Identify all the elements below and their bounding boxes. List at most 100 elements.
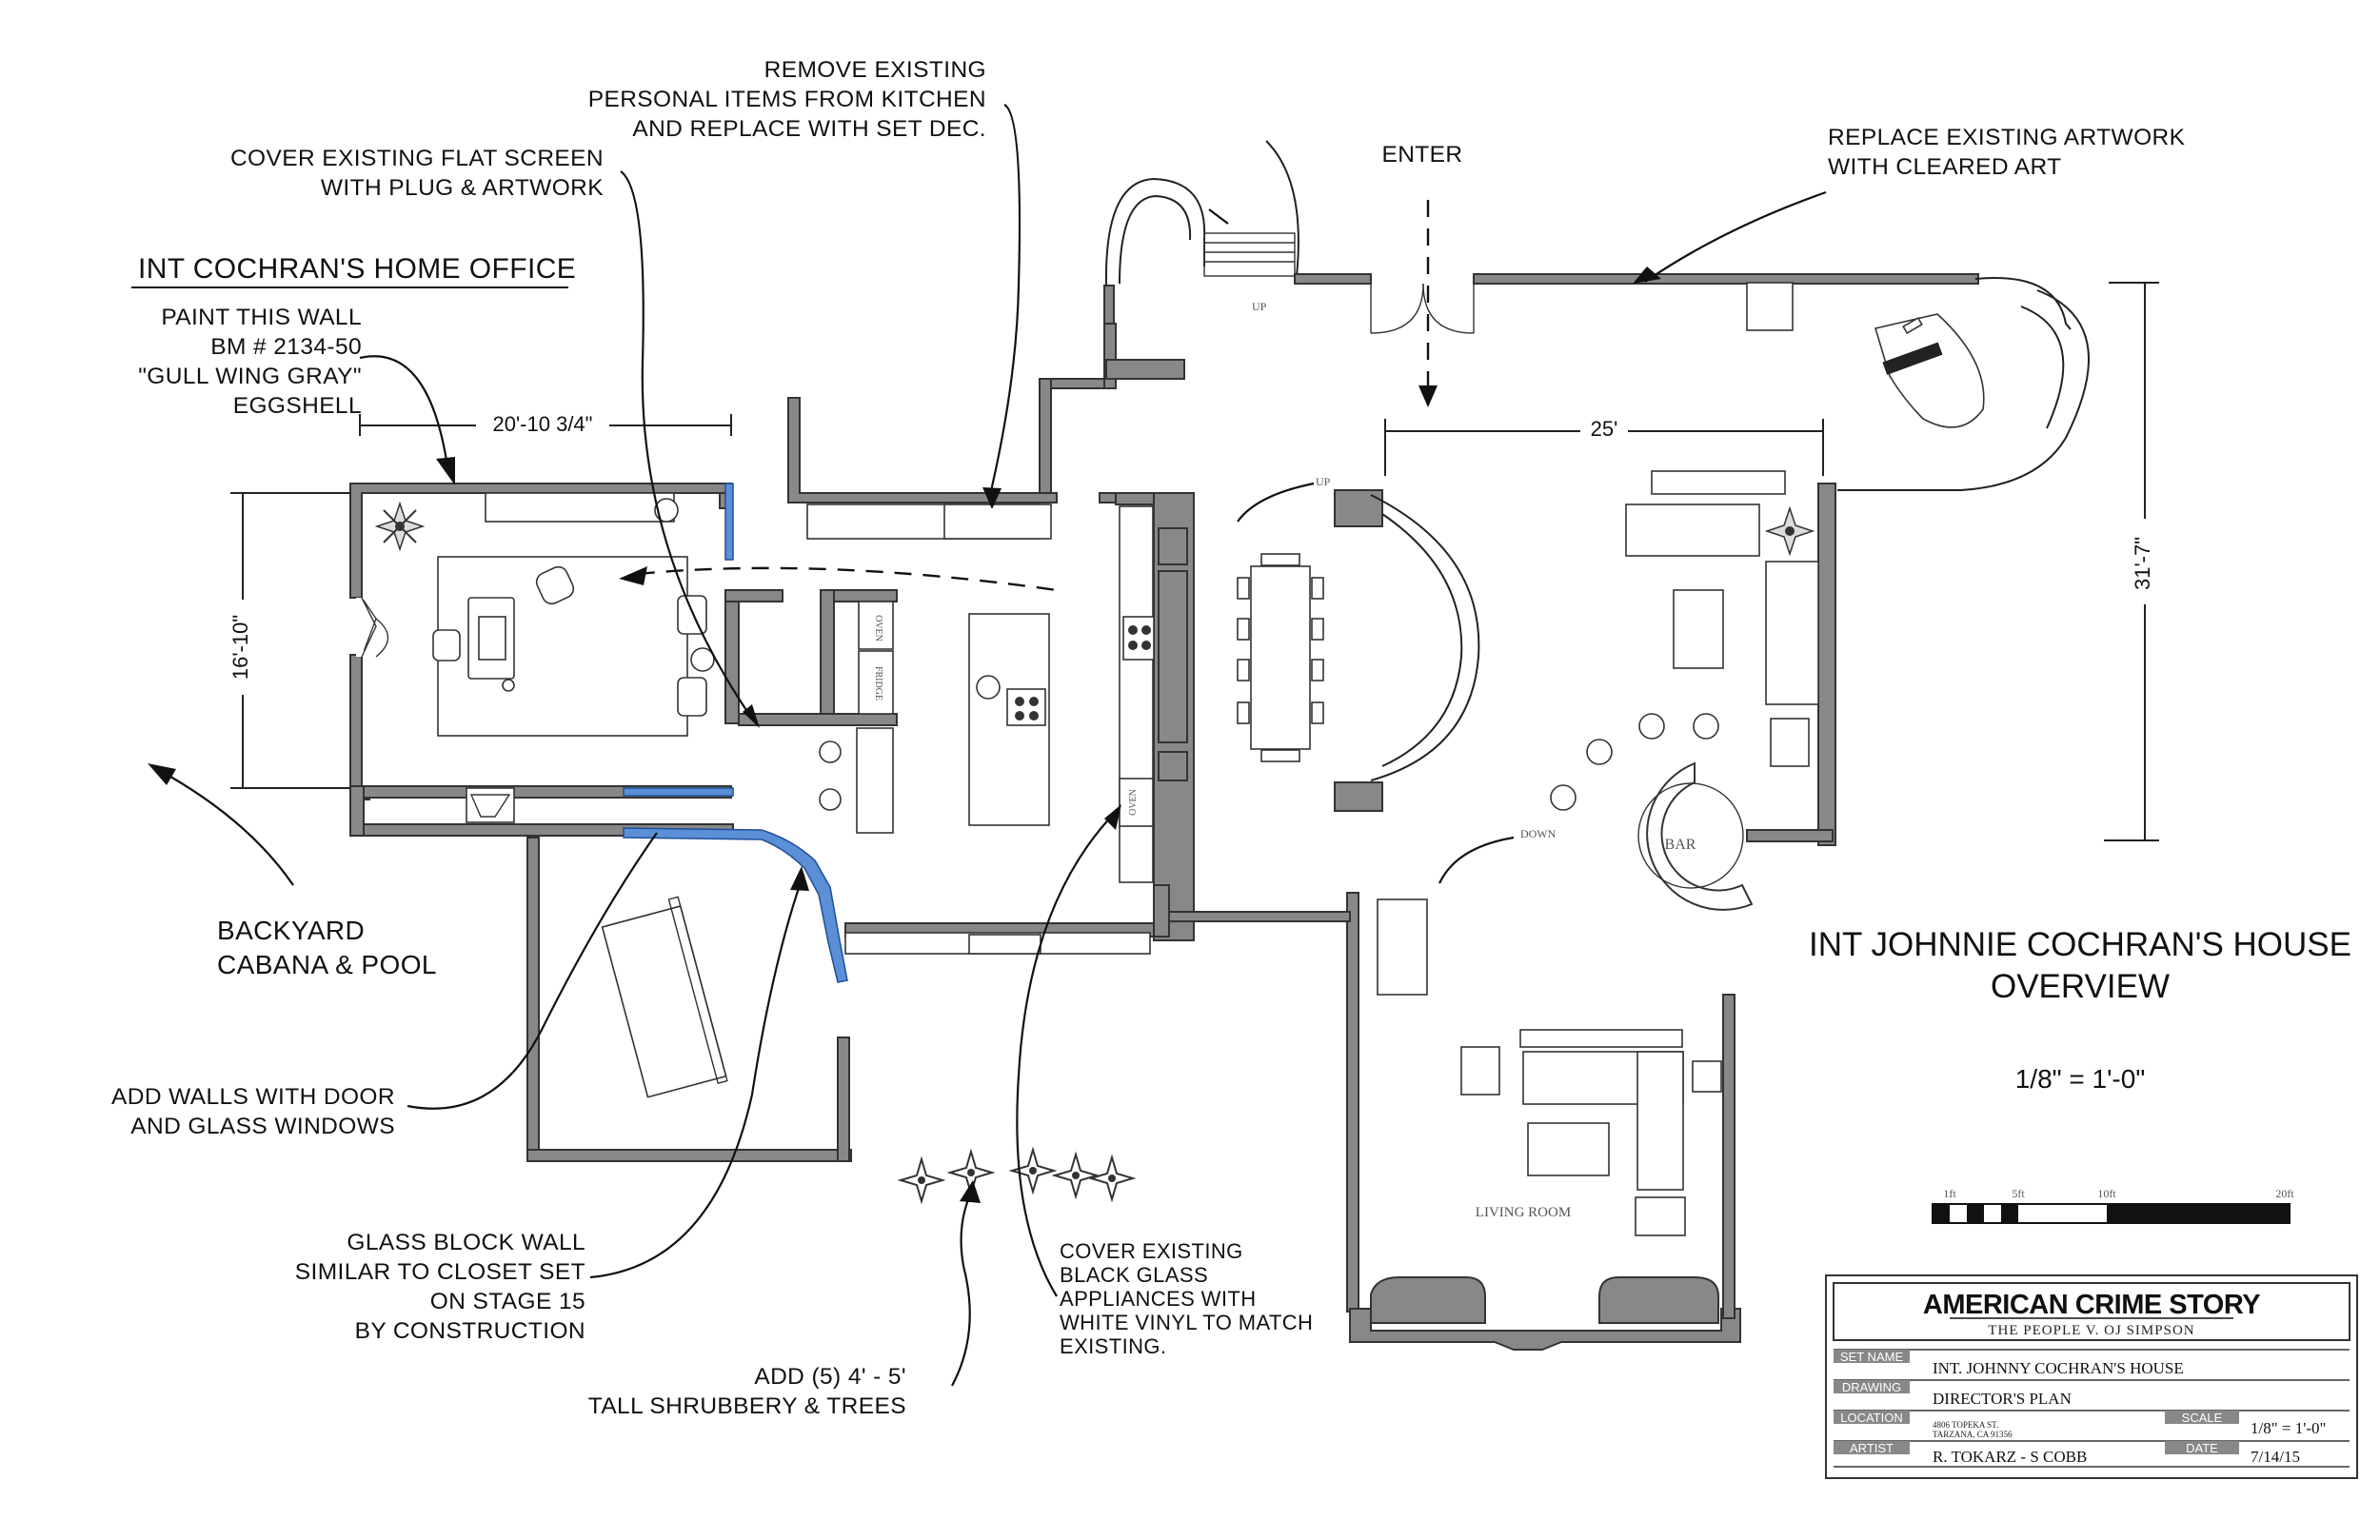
right-wing-top-curve bbox=[1974, 277, 2072, 330]
cabana-left-wall bbox=[526, 837, 540, 1162]
leader-cover-screen bbox=[620, 170, 753, 720]
office-desk-lamp bbox=[502, 679, 515, 692]
office-lower-left-wall bbox=[349, 785, 365, 837]
svg-text:EGGSHELL: EGGSHELL bbox=[233, 393, 362, 419]
office-door-swing bbox=[375, 618, 389, 658]
shrub-icon bbox=[1008, 1146, 1058, 1195]
up-label-2: UP bbox=[1316, 475, 1331, 488]
show-subtitle: THE PEOPLE V. OJ SIMPSON bbox=[1988, 1323, 2194, 1338]
set-name-value: INT. JOHNNY COCHRAN'S HOUSE bbox=[1933, 1359, 2184, 1377]
bar-label: BAR bbox=[1665, 837, 1696, 853]
pantry-right-wall bbox=[820, 589, 835, 724]
office-chair-top bbox=[535, 565, 575, 605]
svg-text:CABANA & POOL: CABANA & POOL bbox=[217, 950, 437, 979]
living-right-wall bbox=[1817, 483, 1836, 846]
cabana bbox=[601, 896, 728, 1098]
living-room-label: LIVING ROOM bbox=[1476, 1205, 1571, 1220]
shrub-icon bbox=[897, 1155, 946, 1205]
svg-text:AND GLASS WINDOWS: AND GLASS WINDOWS bbox=[130, 1114, 395, 1139]
cabana-bench bbox=[667, 896, 728, 1084]
kitchen-stool-1 bbox=[819, 740, 842, 763]
set-name-label: SET NAME bbox=[1840, 1350, 1904, 1364]
dim-living-width: 25' bbox=[1591, 417, 1618, 441]
svg-text:ON STAGE 15: ON STAGE 15 bbox=[430, 1289, 585, 1314]
leader-glass-block bbox=[589, 884, 802, 1279]
right-wing-arc bbox=[1837, 289, 2090, 491]
bar-counter bbox=[1646, 761, 1754, 911]
enter-label: ENTER bbox=[1381, 142, 1462, 168]
svg-text:REPLACE EXISTING ARTWORK: REPLACE EXISTING ARTWORK bbox=[1828, 125, 2186, 150]
cabana-table bbox=[601, 905, 727, 1098]
kitchen-lower-cabinet bbox=[856, 727, 894, 834]
bar-stool bbox=[1586, 739, 1613, 765]
glass-window-office-right bbox=[724, 483, 734, 561]
drawing-title: INT JOHNNIE COCHRAN'S HOUSE bbox=[1809, 926, 2351, 963]
side-table bbox=[1770, 718, 1810, 767]
shrubbery bbox=[897, 1146, 1137, 1205]
svg-text:WHITE VINYL TO MATCH: WHITE VINYL TO MATCH bbox=[1060, 1311, 1313, 1334]
drawing-label: DRAWING bbox=[1842, 1380, 1901, 1394]
leader-up bbox=[1208, 208, 1229, 225]
office-chair-left bbox=[432, 629, 461, 661]
dining-chair bbox=[1311, 618, 1324, 641]
dining-chair-end bbox=[1260, 749, 1300, 762]
living-bay-wall bbox=[1349, 1308, 1741, 1351]
entry-table bbox=[1746, 282, 1794, 331]
dining-top-wall bbox=[1115, 492, 1157, 505]
stair-tower-outer bbox=[1104, 177, 1206, 286]
office-plant-icon bbox=[374, 501, 426, 552]
sofa-top bbox=[1625, 503, 1760, 557]
shrub-icon bbox=[1087, 1154, 1137, 1203]
drawing-subtitle: OVERVIEW bbox=[1991, 968, 2170, 1005]
leader-add-walls bbox=[407, 832, 658, 1110]
svg-text:COVER EXISTING FLAT SCREEN: COVER EXISTING FLAT SCREEN bbox=[230, 146, 604, 171]
living-cabinet bbox=[1377, 898, 1428, 996]
svg-text:EXISTING.: EXISTING. bbox=[1060, 1334, 1166, 1358]
svg-text:REMOVE EXISTING: REMOVE EXISTING bbox=[764, 57, 986, 83]
partition-gap-1 bbox=[1158, 527, 1188, 565]
upper-left-wall bbox=[1039, 285, 1117, 494]
scale-label-5ft: 5ft bbox=[2012, 1187, 2025, 1200]
leader-lines bbox=[148, 104, 1827, 1387]
living-end-table bbox=[1635, 1196, 1686, 1236]
svg-text:ADD (5) 4' - 5': ADD (5) 4' - 5' bbox=[754, 1364, 906, 1390]
date-label: DATE bbox=[2186, 1441, 2218, 1455]
sofa-right bbox=[1765, 561, 1819, 705]
dining-chair bbox=[1237, 577, 1250, 600]
partition-gap-3 bbox=[1158, 751, 1188, 781]
dining-arc-inner bbox=[1381, 513, 1463, 767]
annotation-remove-items: REMOVE EXISTING PERSONAL ITEMS FROM KITC… bbox=[588, 57, 986, 142]
location-line-2: TARZANA, CA 91356 bbox=[1933, 1430, 2013, 1439]
kitchen-bottom-right-stub bbox=[1153, 884, 1170, 938]
show-name: AMERICAN CRIME STORY bbox=[1923, 1290, 2260, 1320]
office-title: INT COCHRAN'S HOME OFFICE bbox=[138, 253, 576, 285]
cabana-right-wall bbox=[837, 1037, 850, 1162]
dining-chair bbox=[1237, 659, 1250, 681]
living-coffee-table bbox=[1527, 1122, 1610, 1176]
title-block: AMERICAN CRIME STORY THE PEOPLE V. OJ SI… bbox=[1825, 1274, 2358, 1479]
kitchen-oven-2 bbox=[1119, 778, 1154, 827]
location-label: LOCATION bbox=[1840, 1411, 1903, 1425]
entry-top-wall-right bbox=[1473, 273, 1979, 285]
oven-label-1: OVEN bbox=[873, 615, 883, 642]
cabana-bottom-wall bbox=[526, 1149, 852, 1162]
office-side-chair-2 bbox=[677, 677, 707, 717]
entry-door-right bbox=[1422, 283, 1475, 334]
office-lamp-top bbox=[654, 498, 679, 523]
entry-top-wall-left bbox=[1294, 273, 1372, 285]
kitchen-side-cooktop bbox=[1122, 616, 1155, 661]
sightline-arrow-icon bbox=[619, 566, 647, 585]
scale-label-1ft: 1ft bbox=[1943, 1187, 1956, 1200]
svg-text:PAINT THIS WALL: PAINT THIS WALL bbox=[161, 305, 362, 330]
svg-text:AND REPLACE WITH SET DEC.: AND REPLACE WITH SET DEC. bbox=[632, 116, 986, 142]
living-side-table bbox=[1460, 1046, 1500, 1096]
kitchen bbox=[724, 503, 1155, 955]
scale-label: SCALE bbox=[2182, 1411, 2223, 1425]
drawing-value: DIRECTOR'S PLAN bbox=[1933, 1390, 2072, 1408]
entry-stair bbox=[1203, 232, 1296, 277]
svg-text:SIMILAR TO CLOSET SET: SIMILAR TO CLOSET SET bbox=[295, 1259, 585, 1285]
living-left-wall bbox=[1346, 892, 1359, 1313]
right-wing-living bbox=[1550, 282, 1985, 911]
svg-text:"GULL WING GRAY": "GULL WING GRAY" bbox=[138, 364, 362, 389]
svg-text:BACKYARD: BACKYARD bbox=[217, 916, 365, 945]
